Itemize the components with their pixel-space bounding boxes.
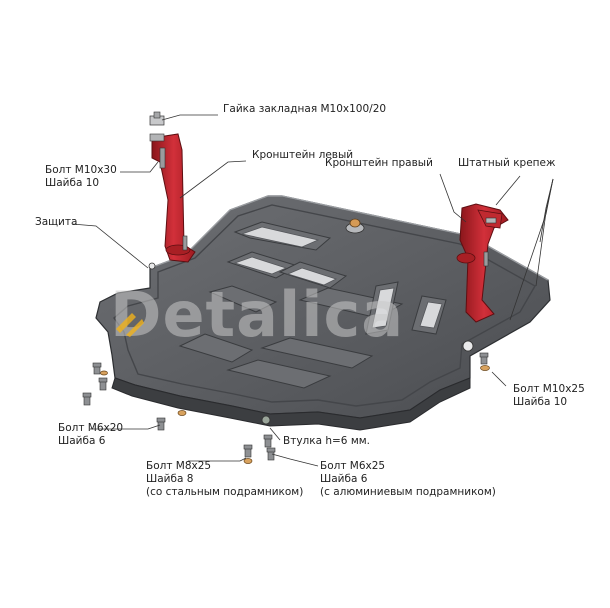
label-aluminum-subframe: (с алюминиевым подрамником) xyxy=(320,486,496,498)
label-steel-subframe: (со стальным подрамником) xyxy=(146,486,304,498)
label-bolt-m10x25: Болт М10х25 xyxy=(513,383,585,395)
label-bolt-m6x20: Болт М6х20 xyxy=(58,422,124,434)
label-bracket-right: Кронштейн правый xyxy=(325,157,433,169)
embedded-nut xyxy=(149,111,165,126)
watermark-text: Detalica xyxy=(110,278,405,351)
bracket-right xyxy=(456,203,509,323)
label-bolt-m10x30: Болт М10х30 xyxy=(45,164,117,176)
label-washer-10-right: Шайба 10 xyxy=(513,396,568,408)
label-bolt-m6x25: Болт М6х25 xyxy=(320,460,386,472)
label-washer-6-left: Шайба 6 xyxy=(58,435,106,447)
bracket-left xyxy=(149,133,196,263)
watermark-logo-icon xyxy=(116,313,144,337)
bolts xyxy=(82,352,489,448)
label-bracket-left: Кронштейн левый xyxy=(252,149,354,161)
label-standard-fastener: Штатный крепеж xyxy=(458,157,556,169)
label-washer-8: Шайба 8 xyxy=(146,473,194,485)
label-sleeve: Втулка h=6 мм. xyxy=(283,435,371,447)
leader-lines xyxy=(71,114,554,467)
protection-plate xyxy=(95,195,551,431)
bolts-lower xyxy=(243,444,276,461)
label-protection: Защита xyxy=(35,216,78,228)
label-bolt-m8x25: Болт М8х25 xyxy=(146,460,212,472)
label-embedded-nut: Гайка закладная М10х100/20 xyxy=(223,103,387,115)
washers xyxy=(100,365,490,464)
label-washer-10-left: Шайба 10 xyxy=(45,177,100,189)
label-washer-6-right: Шайба 6 xyxy=(320,473,368,485)
